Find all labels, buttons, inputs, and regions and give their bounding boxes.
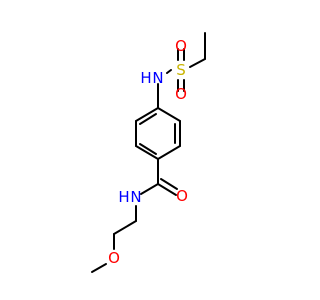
bond-ethyl-ch2-s <box>189 58 206 68</box>
bond-s-n <box>166 69 172 74</box>
amide-hydrogen-label: H <box>118 188 129 206</box>
sulfonyl-oxygen-top-label: O <box>175 37 187 55</box>
carbonyl-oxygen-label: O <box>176 187 188 205</box>
ether-oxygen-label: O <box>108 249 120 267</box>
ring-bond-6 <box>135 107 159 122</box>
sulfonyl-oxygen-bottom-label: O <box>175 85 187 103</box>
structure-svg: S O O N H O N H O <box>91 32 206 273</box>
ring-bond-1 <box>157 107 181 122</box>
bond-c-n <box>140 183 159 195</box>
sulfonamide-hydrogen-label: H <box>140 69 151 87</box>
amide-nitrogen-label: N <box>130 188 141 206</box>
ring-inner-bond-c <box>139 113 157 125</box>
bond-c-o-b <box>160 178 178 190</box>
bond-o-ch3 <box>91 263 107 273</box>
ring-bond-3 <box>157 145 181 160</box>
sulfonamide-nitrogen-label: N <box>152 69 163 87</box>
bond-ch2-ch2 <box>113 220 137 235</box>
ring-inner-bond-b <box>139 143 157 155</box>
sulfur-label: S <box>176 61 186 79</box>
bond-c-o-a <box>157 183 177 196</box>
ring-bond-4 <box>135 145 159 160</box>
molecule-diagram: S O O N H O N H O <box>91 32 206 273</box>
